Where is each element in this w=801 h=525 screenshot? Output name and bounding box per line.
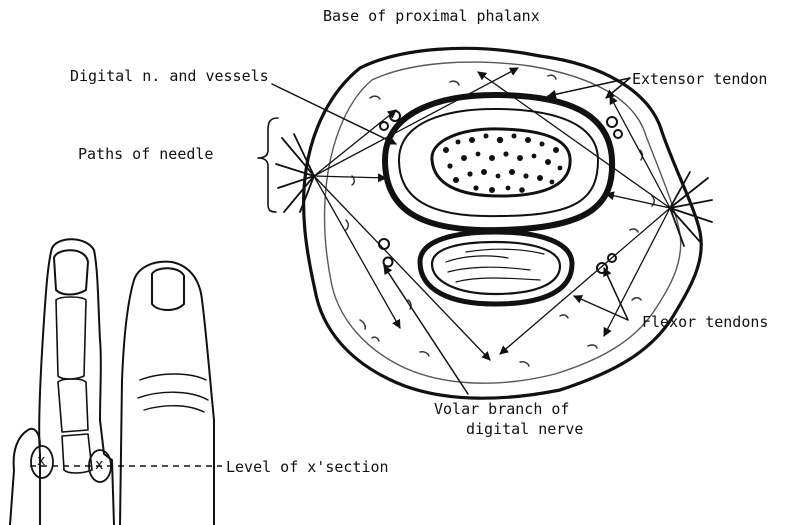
label-volar-branch-line1: Volar branch of: [434, 400, 569, 418]
injection-mark-right: x: [95, 456, 103, 474]
label-base-of-proximal-phalanx: Base of proximal phalanx: [323, 7, 540, 25]
label-extensor-tendon: Extensor tendon: [632, 70, 767, 88]
finger-illustration: [10, 239, 214, 525]
phalanx-cortex: [385, 95, 612, 230]
trabecular-pattern: [443, 134, 562, 194]
label-volar-branch-line2: digital nerve: [466, 420, 583, 438]
label-paths-of-needle: Paths of needle: [78, 145, 213, 163]
needle-paths-right: [478, 72, 670, 354]
skin-outline: [304, 48, 702, 398]
label-flexor-tendons: Flexor tendons: [642, 313, 768, 331]
paths-brace: [258, 118, 278, 212]
needle-entry-left: [276, 134, 314, 212]
injection-mark-left: x: [37, 452, 45, 470]
label-level-of-section: Level of x'section: [226, 458, 389, 476]
label-digital-nerve-vessels: Digital n. and vessels: [70, 67, 269, 85]
